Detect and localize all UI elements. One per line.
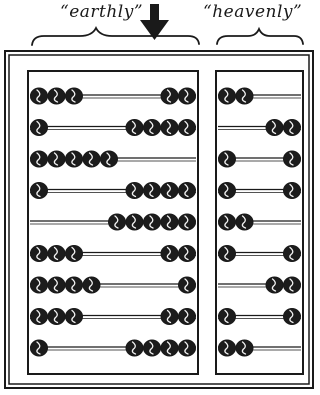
- earthly-bead[interactable]: [179, 309, 196, 325]
- earthly-bead[interactable]: [179, 214, 196, 230]
- earthly-bead[interactable]: [126, 214, 143, 230]
- earthly-bead[interactable]: [66, 151, 83, 167]
- earthly-bead[interactable]: [31, 120, 48, 136]
- earthly-bead[interactable]: [66, 277, 83, 293]
- earthly-bead[interactable]: [179, 246, 196, 262]
- heavenly-bead[interactable]: [219, 183, 236, 199]
- earthly-bead[interactable]: [161, 214, 178, 230]
- earthly-bead[interactable]: [161, 88, 178, 104]
- earthly-bead[interactable]: [48, 246, 65, 262]
- earthly-bead[interactable]: [101, 151, 118, 167]
- earthly-bead[interactable]: [161, 309, 178, 325]
- earthly-bead[interactable]: [31, 277, 48, 293]
- earthly-bead[interactable]: [179, 120, 196, 136]
- heavenly-bead[interactable]: [219, 88, 236, 104]
- earthly-bead[interactable]: [179, 277, 196, 293]
- heavenly-bead[interactable]: [284, 120, 301, 136]
- heavenly-bead[interactable]: [266, 120, 283, 136]
- earthly-bead[interactable]: [144, 183, 161, 199]
- heavenly-bead[interactable]: [284, 151, 301, 167]
- heavenly-brace: [217, 29, 303, 44]
- earthly-bead[interactable]: [179, 183, 196, 199]
- earthly-brace: [32, 28, 199, 45]
- earthly-bead[interactable]: [161, 246, 178, 262]
- earthly-bead[interactable]: [83, 151, 100, 167]
- down-arrow-icon: [140, 4, 169, 40]
- heavenly-bead[interactable]: [219, 214, 236, 230]
- earthly-bead[interactable]: [31, 340, 48, 356]
- earthly-bead[interactable]: [48, 277, 65, 293]
- earthly-bead[interactable]: [126, 183, 143, 199]
- earthly-bead[interactable]: [31, 183, 48, 199]
- heavenly-bead[interactable]: [219, 340, 236, 356]
- earthly-bead[interactable]: [66, 88, 83, 104]
- heavenly-bead[interactable]: [266, 277, 283, 293]
- earthly-bead[interactable]: [48, 151, 65, 167]
- earthly-bead[interactable]: [161, 340, 178, 356]
- heavenly-bead[interactable]: [284, 183, 301, 199]
- earthly-bead[interactable]: [66, 246, 83, 262]
- earthly-bead[interactable]: [126, 120, 143, 136]
- heavenly-bead[interactable]: [219, 309, 236, 325]
- heavenly-bead[interactable]: [236, 340, 253, 356]
- heavenly-bead[interactable]: [236, 214, 253, 230]
- earthly-bead[interactable]: [161, 183, 178, 199]
- earthly-bead[interactable]: [31, 246, 48, 262]
- heavenly-bead[interactable]: [284, 277, 301, 293]
- heavenly-bead[interactable]: [219, 246, 236, 262]
- earthly-bead[interactable]: [179, 340, 196, 356]
- earthly-bead[interactable]: [31, 309, 48, 325]
- earthly-bead[interactable]: [31, 151, 48, 167]
- earthly-bead[interactable]: [83, 277, 100, 293]
- earthly-bead[interactable]: [66, 309, 83, 325]
- earthly-bead[interactable]: [31, 88, 48, 104]
- earthly-bead[interactable]: [144, 214, 161, 230]
- earthly-bead[interactable]: [48, 88, 65, 104]
- heavenly-bead[interactable]: [236, 88, 253, 104]
- heavenly-bead[interactable]: [219, 151, 236, 167]
- earthly-bead[interactable]: [144, 340, 161, 356]
- earthly-bead[interactable]: [144, 120, 161, 136]
- earthly-bead[interactable]: [179, 88, 196, 104]
- earthly-bead[interactable]: [161, 120, 178, 136]
- earthly-bead[interactable]: [48, 309, 65, 325]
- earthly-bead[interactable]: [126, 340, 143, 356]
- heavenly-bead[interactable]: [284, 309, 301, 325]
- earthly-bead[interactable]: [109, 214, 126, 230]
- heavenly-bead[interactable]: [284, 246, 301, 262]
